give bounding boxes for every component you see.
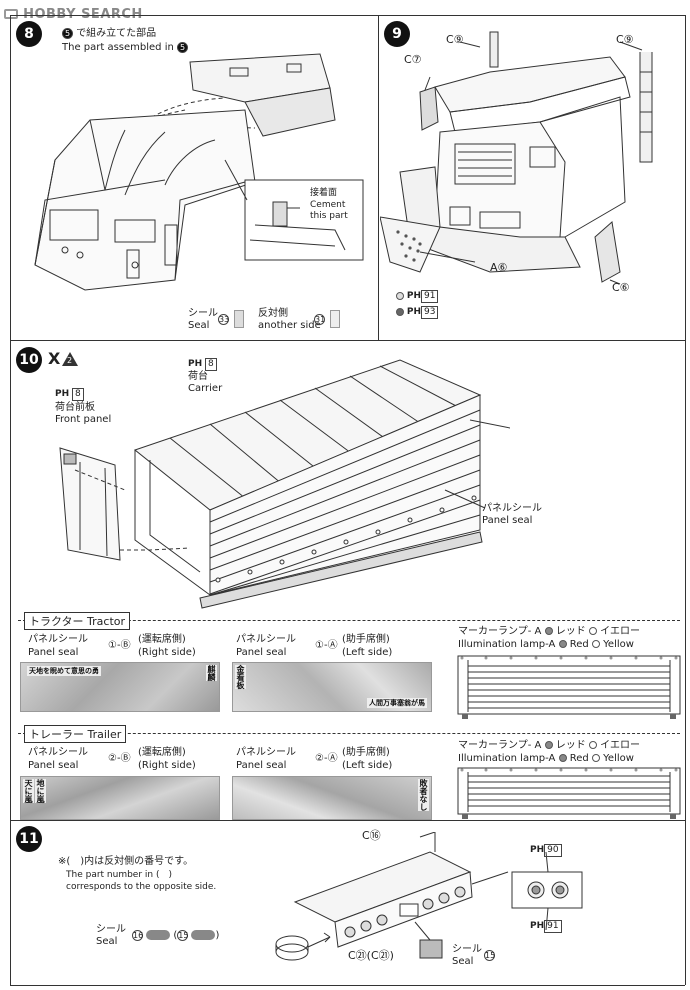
tractor-header: トラクター Tractor xyxy=(24,612,131,630)
trailer-marker-en: Illumination lamp-A Red Yellow xyxy=(458,753,634,764)
label-c7: C⑦ xyxy=(404,53,422,66)
trailer-seal-b-side-jp: (運転席側) xyxy=(138,747,186,758)
trailer-seal-b-en: Panel seal xyxy=(28,760,79,771)
trailer-seal-b-side-en: (Right side) xyxy=(138,760,196,771)
step-11-seal-right-jp: シール xyxy=(452,944,482,955)
seal-label-jp: シール xyxy=(188,308,218,319)
watermark-text: HOBBY SEARCH xyxy=(23,7,143,22)
trailer-decal-b: 天に嵐 地に嵐 xyxy=(20,776,220,820)
seal-16-group: 16 (15 ) xyxy=(132,930,220,941)
color-dot-dark-icon xyxy=(396,307,404,316)
step-11-note-en-2: corresponds to the opposite side. xyxy=(66,882,217,892)
trailer-header: トレーラー Trailer xyxy=(24,725,127,743)
triangle-icon xyxy=(62,352,78,366)
step-11-note-jp: ※( )内は反対側の番号です。 xyxy=(58,856,194,867)
step-8-ref-en: The part assembled in 5 xyxy=(62,42,189,54)
seal-number: 33 xyxy=(218,314,230,325)
carrier-diagram xyxy=(59,359,510,609)
tractor-marker-en: Illumination lamp-A Red Yellow xyxy=(458,639,634,650)
trailer-seal-b-ref: ②-Ⓑ xyxy=(108,753,131,764)
cement-label-jp: 接着面 xyxy=(310,188,338,198)
tractor-lamp-panel xyxy=(457,655,681,719)
opposite-label-en: another side xyxy=(258,320,321,331)
tractor-seal-b-side-en: (Right side) xyxy=(138,647,196,658)
seal-label-en: Seal xyxy=(188,320,210,331)
color-dot-light-icon xyxy=(396,291,404,300)
cement-label-en-2: this part xyxy=(310,211,348,221)
red-dot-icon xyxy=(544,627,553,635)
label-c9-left: C⑨ xyxy=(446,33,464,46)
seal-15-swatch xyxy=(191,930,216,940)
step-11-badge: 11 xyxy=(16,826,42,852)
carrier-code: PH 8 xyxy=(188,358,217,371)
trailer-seal-a-side-jp: (助手席側) xyxy=(342,747,390,758)
step-8-ref-jp: 5 で組み立てた部品 xyxy=(62,28,156,40)
label-c6: C⑥ xyxy=(612,281,630,294)
seal-33-swatch xyxy=(234,310,244,328)
tractor-seal-b-en: Panel seal xyxy=(28,647,79,658)
front-code: PH 8 xyxy=(55,388,84,401)
opposite-label-jp: 反対側 xyxy=(258,308,288,319)
carrier-en: Carrier xyxy=(188,383,223,394)
yellow-dot-icon xyxy=(588,627,597,635)
tractor-decal-b: 天地を睨めて意思の勇 麒麟 xyxy=(20,662,220,712)
panel-seal-jp: パネルシール xyxy=(482,503,542,514)
trailer-seal-a-en: Panel seal xyxy=(236,760,287,771)
carrier-jp: 荷台 xyxy=(188,371,208,382)
trailer-marker-jp: マーカーランプ- A レッド イエロー xyxy=(458,740,640,751)
tractor-seal-a-side-en: (Left side) xyxy=(342,647,393,658)
camera-logo-icon xyxy=(4,8,18,19)
step-10-badge: 10 xyxy=(16,347,42,373)
yellow-dot-icon xyxy=(588,741,597,749)
step-11-note-en-1: The part number in ( ) xyxy=(66,870,172,880)
cab-interior-diagram xyxy=(34,53,364,291)
step-11-seal-jp: シール xyxy=(96,924,126,935)
red-dot-icon xyxy=(544,741,553,749)
trailer-seal-a-ref: ②-Ⓐ xyxy=(315,753,338,764)
label-c9-right: C⑨ xyxy=(616,33,634,46)
x-count: 2 xyxy=(67,356,73,365)
tractor-seal-b-ref: ①-Ⓑ xyxy=(108,640,131,651)
tractor-seal-b-jp: パネルシール xyxy=(28,634,88,645)
tractor-seal-b-side-jp: (運転席側) xyxy=(138,634,186,645)
front-en: Front panel xyxy=(55,414,112,425)
tractor-seal-a-jp: パネルシール xyxy=(236,634,296,645)
front-jp: 荷台前板 xyxy=(55,402,95,413)
tractor-seal-a-en: Panel seal xyxy=(236,647,287,658)
tractor-marker-jp: マーカーランプ- A レッド イエロー xyxy=(458,626,640,637)
rear-bumper-diagram xyxy=(275,832,509,961)
trailer-seal-a-side-en: (Left side) xyxy=(342,760,393,771)
step-11-seal-right-en: Seal xyxy=(452,956,474,967)
panel-seal-en: Panel seal xyxy=(482,515,533,526)
watermark: HOBBY SEARCH xyxy=(4,3,143,22)
x-mark: X xyxy=(48,349,61,368)
cab-exterior-diagram xyxy=(380,31,653,285)
tractor-decal-a: 金看板 人間万事塞翁が馬 xyxy=(232,662,432,712)
seal-right-number: 15 xyxy=(484,950,496,961)
tractor-seal-a-side-jp: (助手席側) xyxy=(342,634,390,645)
label-c16: C⑯ xyxy=(362,829,381,842)
opposite-number: 31 xyxy=(314,314,326,325)
trailer-decal-a: 敗者なし xyxy=(232,776,432,820)
label-c21: C㉑(C㉑) xyxy=(348,949,394,962)
step-8-badge: 8 xyxy=(16,21,42,47)
cement-label-en-1: Cement xyxy=(310,200,346,210)
step-9-badge: 9 xyxy=(384,21,410,47)
step-11-seal-en: Seal xyxy=(96,936,118,947)
trailer-lamp-panel xyxy=(457,767,681,819)
seal-16-swatch xyxy=(146,930,171,940)
trailer-seal-b-jp: パネルシール xyxy=(28,747,88,758)
trailer-seal-a-jp: パネルシール xyxy=(236,747,296,758)
seal-31-swatch xyxy=(330,310,340,328)
lamp-color-detail xyxy=(511,851,583,931)
label-a6: A⑥ xyxy=(490,261,508,274)
tractor-seal-a-ref: ①-Ⓐ xyxy=(315,640,338,651)
